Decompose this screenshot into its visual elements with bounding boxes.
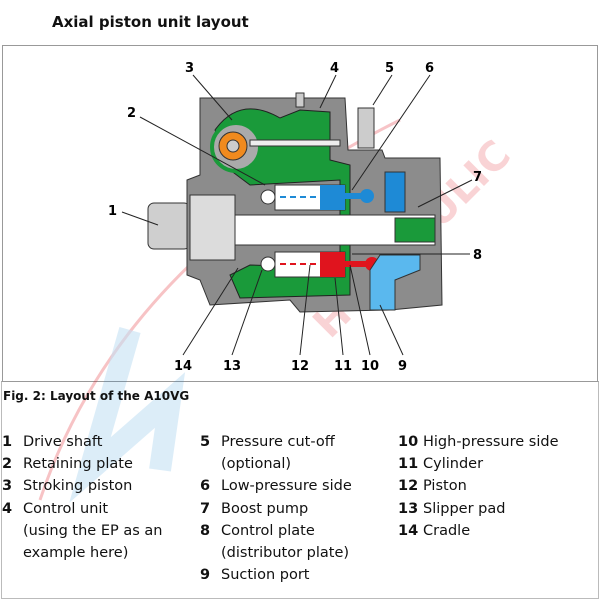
legend-text-continued: (using the EP as an bbox=[23, 522, 163, 539]
figure-caption: Fig. 2: Layout of the A10VG bbox=[3, 389, 190, 403]
legend-text: Slipper pad bbox=[423, 500, 506, 517]
drive-shaft bbox=[147, 202, 191, 250]
legend-number: 1 bbox=[2, 434, 13, 450]
legend-number: 12 bbox=[398, 478, 419, 495]
legend-text: Cylinder bbox=[423, 456, 484, 473]
legend-text: High-pressure side bbox=[423, 434, 559, 450]
callout-13: 13 bbox=[223, 359, 241, 374]
callout-1: 1 bbox=[108, 204, 117, 219]
callout-11: 11 bbox=[334, 359, 352, 374]
legend-column-2: 5 Pressure cut-off (optional) 6 Low-pressure… bbox=[200, 431, 352, 586]
legend-number: 5 bbox=[200, 434, 211, 450]
legend-text: Stroking piston bbox=[23, 478, 133, 495]
legend-number: 14 bbox=[398, 522, 419, 539]
legend-number: 8 bbox=[200, 522, 211, 539]
callout-7: 7 bbox=[473, 170, 482, 185]
legend-number: 11 bbox=[398, 456, 419, 473]
legend-number: 10 bbox=[398, 434, 419, 450]
boost-pump bbox=[384, 171, 406, 213]
callout-8: 8 bbox=[473, 248, 482, 263]
legend-text: Cradle bbox=[423, 522, 471, 539]
legend-item: 4 Control unit bbox=[2, 498, 162, 520]
legend-text: Pressure cut-off bbox=[221, 434, 335, 450]
legend-number: 3 bbox=[2, 478, 13, 495]
legend-text-continued: (distributor plate) bbox=[221, 545, 350, 562]
callout-3: 3 bbox=[185, 61, 194, 76]
legend-number: 7 bbox=[200, 500, 211, 517]
callout-9: 9 bbox=[398, 359, 407, 374]
callout-10: 10 bbox=[361, 359, 379, 374]
legend-text: Low-pressure side bbox=[221, 478, 352, 495]
figure-frame bbox=[2, 45, 598, 382]
legend-text: Piston bbox=[423, 478, 467, 495]
callout-5: 5 bbox=[385, 61, 394, 76]
legend-item: 7 Boost pump bbox=[200, 498, 352, 520]
legend-text: Drive shaft bbox=[23, 434, 103, 450]
legend-text: Suction port bbox=[221, 567, 310, 584]
legend-text: Boost pump bbox=[221, 500, 309, 517]
legend-number: 9 bbox=[200, 567, 211, 584]
legend-item: 2 Retaining plate bbox=[2, 453, 162, 475]
legend-item: 5 Pressure cut-off bbox=[200, 431, 352, 453]
callout-2: 2 bbox=[127, 106, 136, 121]
legend-number: 13 bbox=[398, 500, 419, 517]
legend-number: 2 bbox=[2, 456, 13, 473]
legend-item: 3 Stroking piston bbox=[2, 475, 162, 497]
legend-item: 9 Suction port bbox=[200, 564, 352, 586]
callout-14: 14 bbox=[174, 359, 192, 374]
callout-labels: 1 2 3 4 5 6 7 8 9 10 11 12 13 14 bbox=[108, 61, 482, 374]
callout-6: 6 bbox=[425, 61, 434, 76]
suction-port bbox=[369, 254, 421, 311]
legend-item: 1 Drive shaft bbox=[2, 431, 162, 453]
legend-text-continued: (optional) bbox=[221, 456, 292, 473]
legend-item: 6 Low-pressure side bbox=[200, 475, 352, 497]
legend-text: Control unit bbox=[23, 500, 109, 517]
legend-text-continued: example here) bbox=[23, 545, 129, 562]
leader-lines bbox=[121, 74, 473, 356]
callout-12: 12 bbox=[291, 359, 309, 374]
page-title: Axial piston unit layout bbox=[52, 13, 249, 31]
legend-number: 6 bbox=[200, 478, 211, 495]
callout-4: 4 bbox=[330, 61, 339, 76]
legend-number: 4 bbox=[2, 500, 13, 517]
legend-text: Retaining plate bbox=[23, 456, 133, 473]
legend-frame bbox=[1, 381, 599, 599]
legend-column-1: 1 Drive shaft 2 Retaining plate 3 Stroking pi… bbox=[2, 431, 162, 564]
legend-text: Control plate bbox=[221, 522, 315, 539]
legend-item: 8 Control plate bbox=[200, 520, 352, 542]
